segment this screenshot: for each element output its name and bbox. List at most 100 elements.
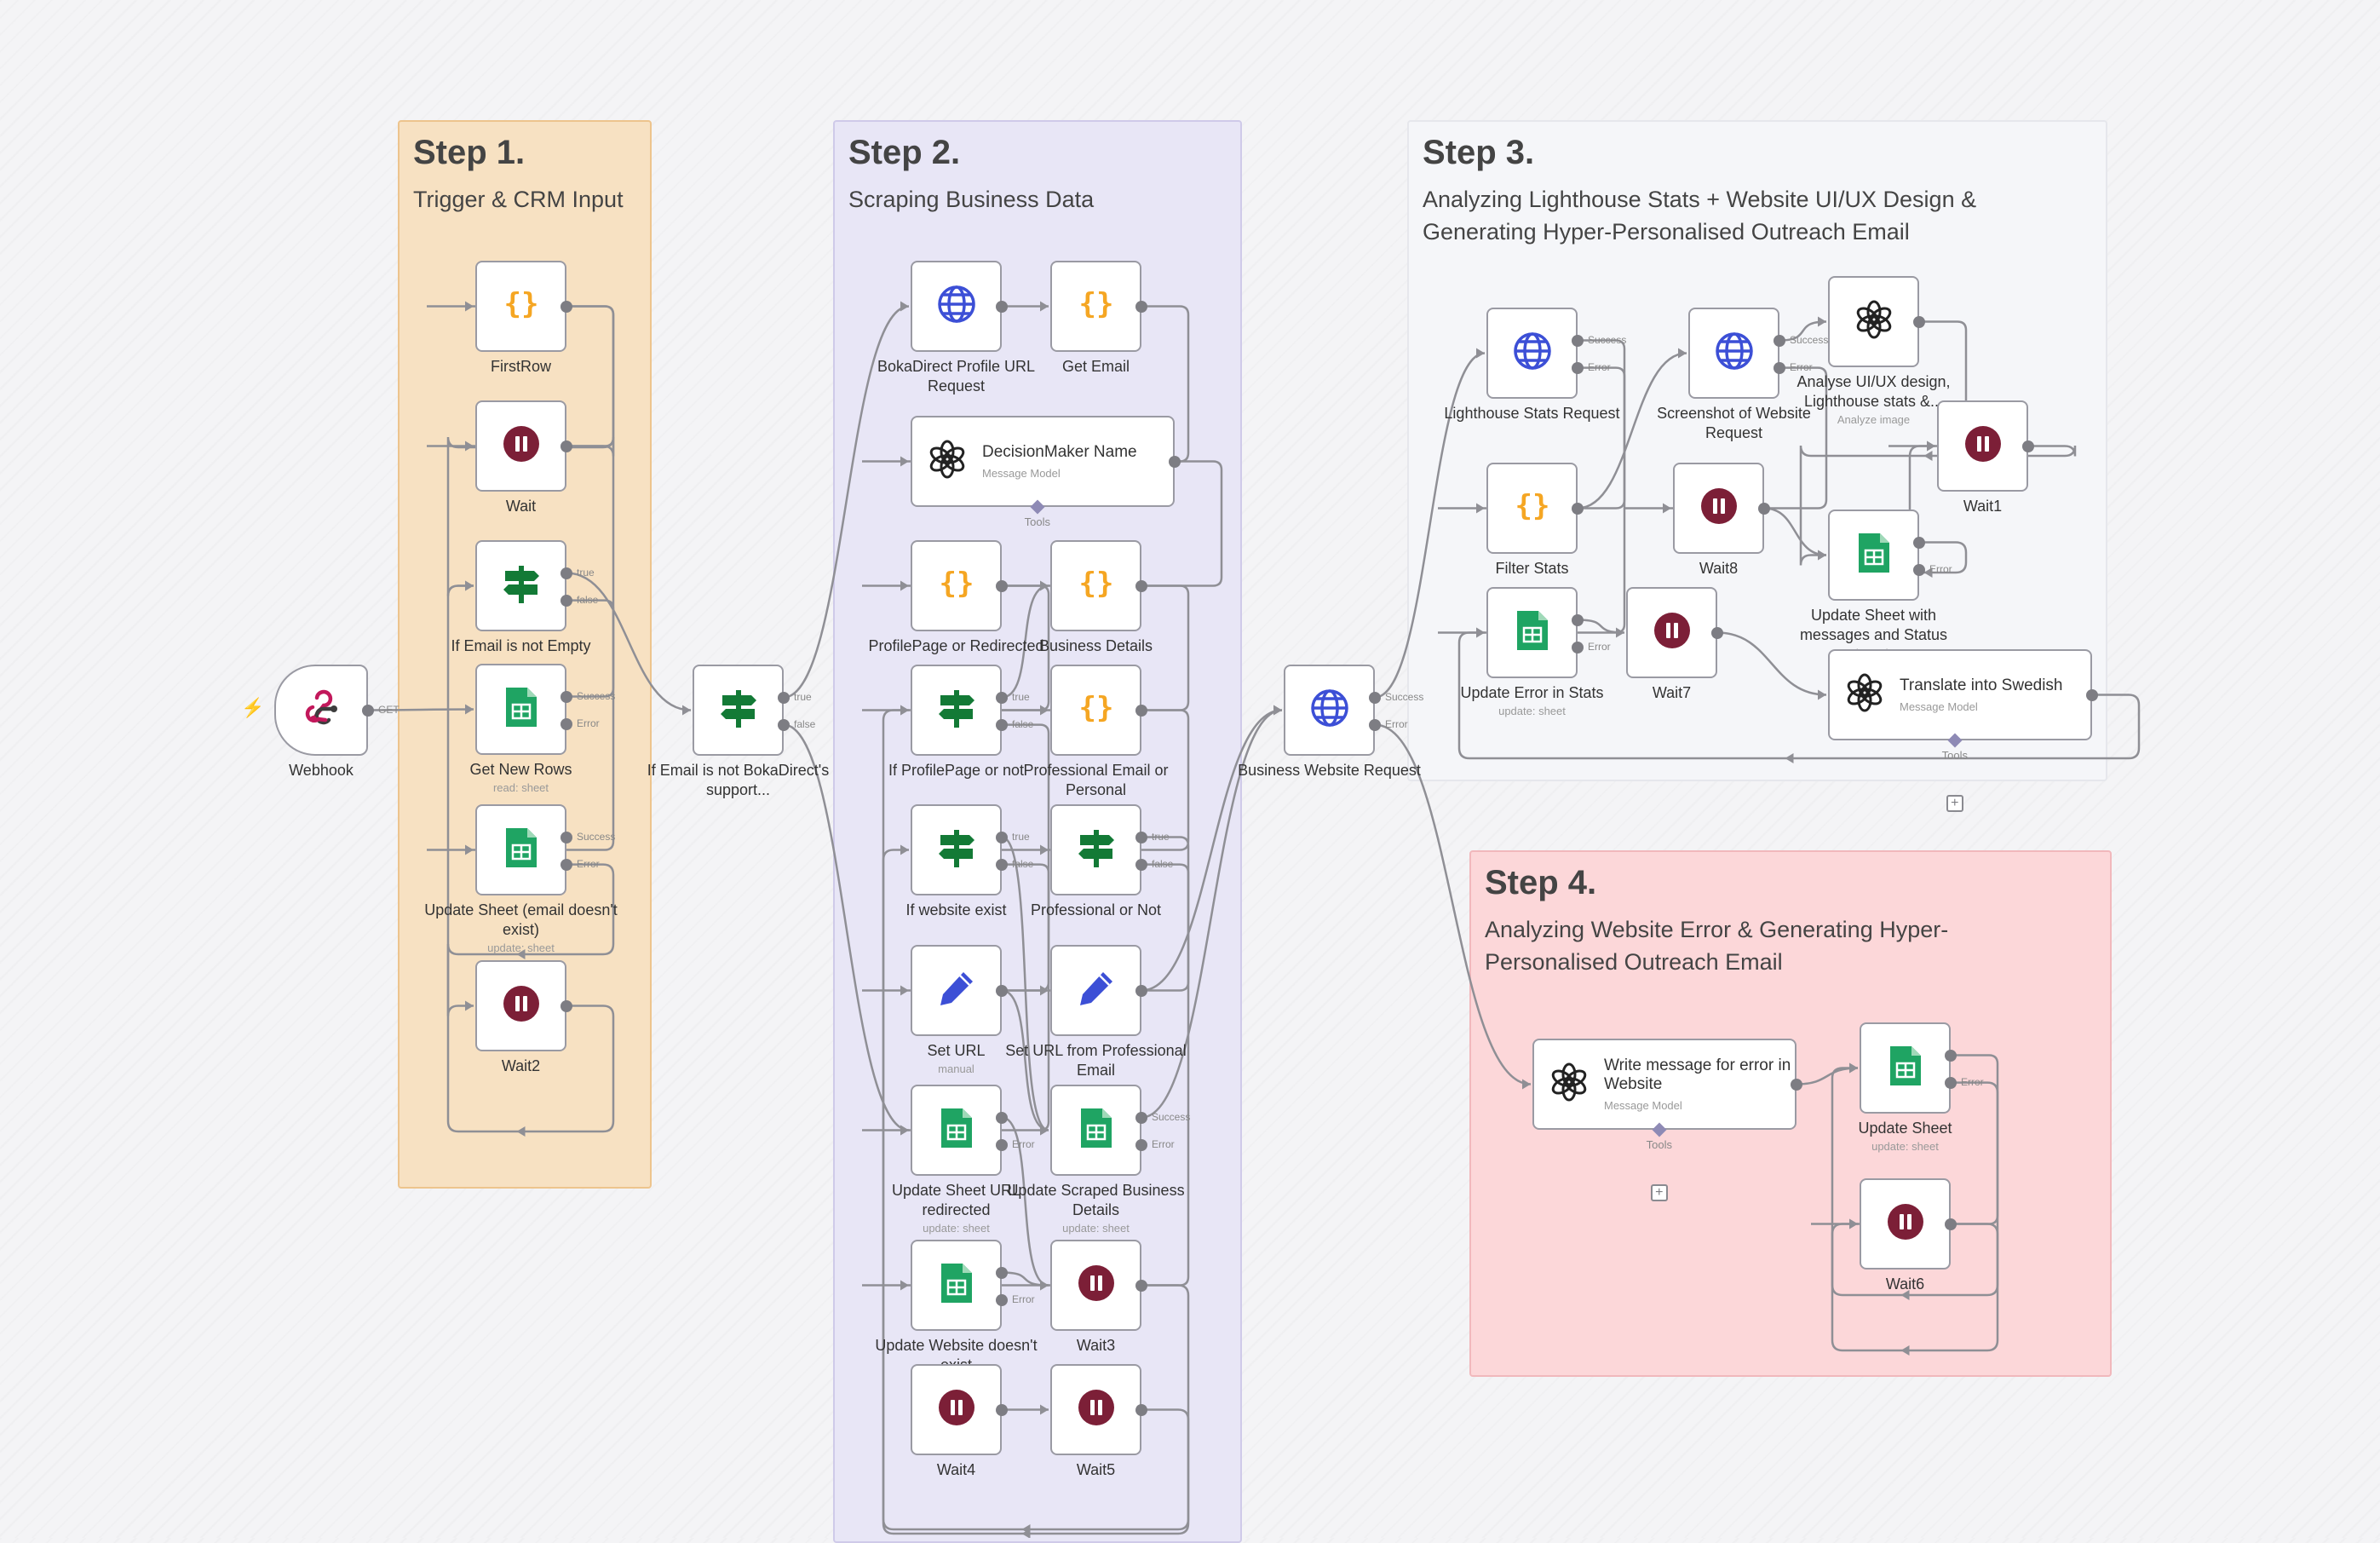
output-port[interactable] [1711, 626, 1723, 639]
output-port[interactable] [1913, 536, 1925, 549]
output-port[interactable] [1135, 858, 1147, 871]
output-port[interactable] [1135, 1138, 1147, 1151]
node-firstrow[interactable]: {} [475, 261, 566, 352]
output-port[interactable] [1369, 691, 1381, 704]
connection-line[interactable] [1001, 989, 1049, 1131]
connection-line[interactable] [862, 863, 1190, 1287]
output-port[interactable] [2022, 440, 2034, 452]
output-port[interactable] [996, 691, 1008, 704]
node-prof-or-not[interactable] [1050, 804, 1141, 895]
connection-line[interactable] [1763, 507, 1827, 556]
output-port[interactable] [1572, 502, 1584, 515]
output-port[interactable] [996, 984, 1008, 997]
node-get-new-rows[interactable] [475, 664, 566, 755]
output-port[interactable] [1135, 1403, 1147, 1416]
output-port[interactable] [1913, 563, 1925, 576]
output-port[interactable] [1572, 613, 1584, 626]
node-update-sheet4[interactable] [1860, 1022, 1951, 1114]
output-port[interactable] [1945, 1049, 1957, 1062]
output-port[interactable] [561, 594, 572, 607]
node-wait8[interactable] [1673, 463, 1764, 554]
connection-line[interactable] [1438, 366, 1626, 634]
output-port[interactable] [561, 690, 572, 703]
output-port[interactable] [561, 717, 572, 730]
node-update-messages[interactable] [1828, 510, 1919, 601]
node-wait[interactable] [475, 400, 566, 492]
node-analyse-ui[interactable] [1828, 276, 1919, 367]
connection-line[interactable] [1002, 584, 1190, 711]
output-port[interactable] [561, 300, 572, 313]
connection-line[interactable] [1374, 723, 1532, 1085]
connection-line[interactable] [1811, 1054, 1999, 1225]
node-get-email[interactable]: {} [1050, 261, 1141, 352]
output-port[interactable] [561, 999, 572, 1012]
output-port[interactable] [1913, 315, 1925, 328]
connection-line[interactable] [1374, 352, 1486, 699]
output-port[interactable] [778, 718, 790, 731]
node-lighthouse[interactable] [1486, 308, 1578, 399]
output-port[interactable] [362, 704, 374, 717]
output-port[interactable] [1774, 361, 1785, 374]
node-profilepage[interactable]: {} [911, 540, 1002, 631]
output-port[interactable] [1135, 831, 1147, 843]
node-prof-email[interactable]: {} [1050, 665, 1141, 756]
connection-line[interactable] [566, 572, 692, 711]
connection-line[interactable] [882, 709, 1190, 1535]
connection-line[interactable] [1141, 709, 1283, 992]
connection-line[interactable] [1577, 352, 1687, 510]
output-port[interactable] [1945, 1076, 1957, 1089]
node-update-error-stats[interactable] [1486, 587, 1578, 678]
connection-line[interactable] [1001, 1116, 1049, 1287]
node-wait4[interactable] [911, 1364, 1002, 1455]
output-port[interactable] [1945, 1218, 1957, 1230]
node-business-details[interactable]: {} [1050, 540, 1141, 631]
output-port[interactable] [778, 691, 790, 704]
node-webhook[interactable] [274, 665, 368, 756]
node-bokadirect-req[interactable] [911, 261, 1002, 352]
connection-line[interactable] [1796, 1067, 1859, 1085]
node-set-url[interactable] [911, 945, 1002, 1036]
output-port[interactable] [561, 567, 572, 579]
output-port[interactable] [996, 831, 1008, 843]
output-port[interactable] [996, 1293, 1008, 1306]
output-port[interactable] [1169, 455, 1181, 468]
add-tool-button[interactable]: + [1650, 1184, 1668, 1201]
connection-line[interactable] [1141, 709, 1283, 1119]
output-port[interactable] [561, 858, 572, 871]
output-port[interactable] [1572, 334, 1584, 347]
output-port[interactable] [1774, 334, 1785, 347]
output-port[interactable] [1135, 300, 1147, 313]
connection-line[interactable] [1001, 584, 1049, 699]
connection-line[interactable] [1908, 445, 1968, 574]
connection-line[interactable] [1001, 1271, 1049, 1287]
connection-line[interactable] [1002, 709, 1190, 851]
connection-line[interactable] [446, 584, 615, 1133]
output-port[interactable] [996, 300, 1008, 313]
node-screenshot[interactable] [1688, 308, 1779, 399]
node-update-url-redirected[interactable] [911, 1085, 1002, 1176]
node-wait1[interactable] [1937, 400, 2028, 492]
node-business-website[interactable] [1284, 665, 1375, 756]
connection-line[interactable] [862, 584, 1050, 711]
output-port[interactable] [1572, 361, 1584, 374]
output-port[interactable] [996, 1111, 1008, 1124]
node-if-profilepage[interactable] [911, 665, 1002, 756]
node-update-sheet-email[interactable] [475, 804, 566, 895]
node-if-email-support[interactable] [693, 665, 784, 756]
connection-line[interactable] [1716, 631, 1827, 696]
connection-line[interactable] [1624, 366, 1828, 510]
output-port[interactable] [996, 1138, 1008, 1151]
connection-line[interactable] [1577, 619, 1625, 634]
connection-line[interactable] [1457, 631, 2141, 760]
output-port[interactable] [1135, 1279, 1147, 1292]
connection-line[interactable] [862, 863, 1050, 992]
node-set-url-prof[interactable] [1050, 945, 1141, 1036]
output-port[interactable] [1135, 984, 1147, 997]
node-wait7[interactable] [1626, 587, 1717, 678]
output-port[interactable] [1369, 718, 1381, 731]
output-port[interactable] [1572, 641, 1584, 653]
output-port[interactable] [996, 718, 1008, 731]
